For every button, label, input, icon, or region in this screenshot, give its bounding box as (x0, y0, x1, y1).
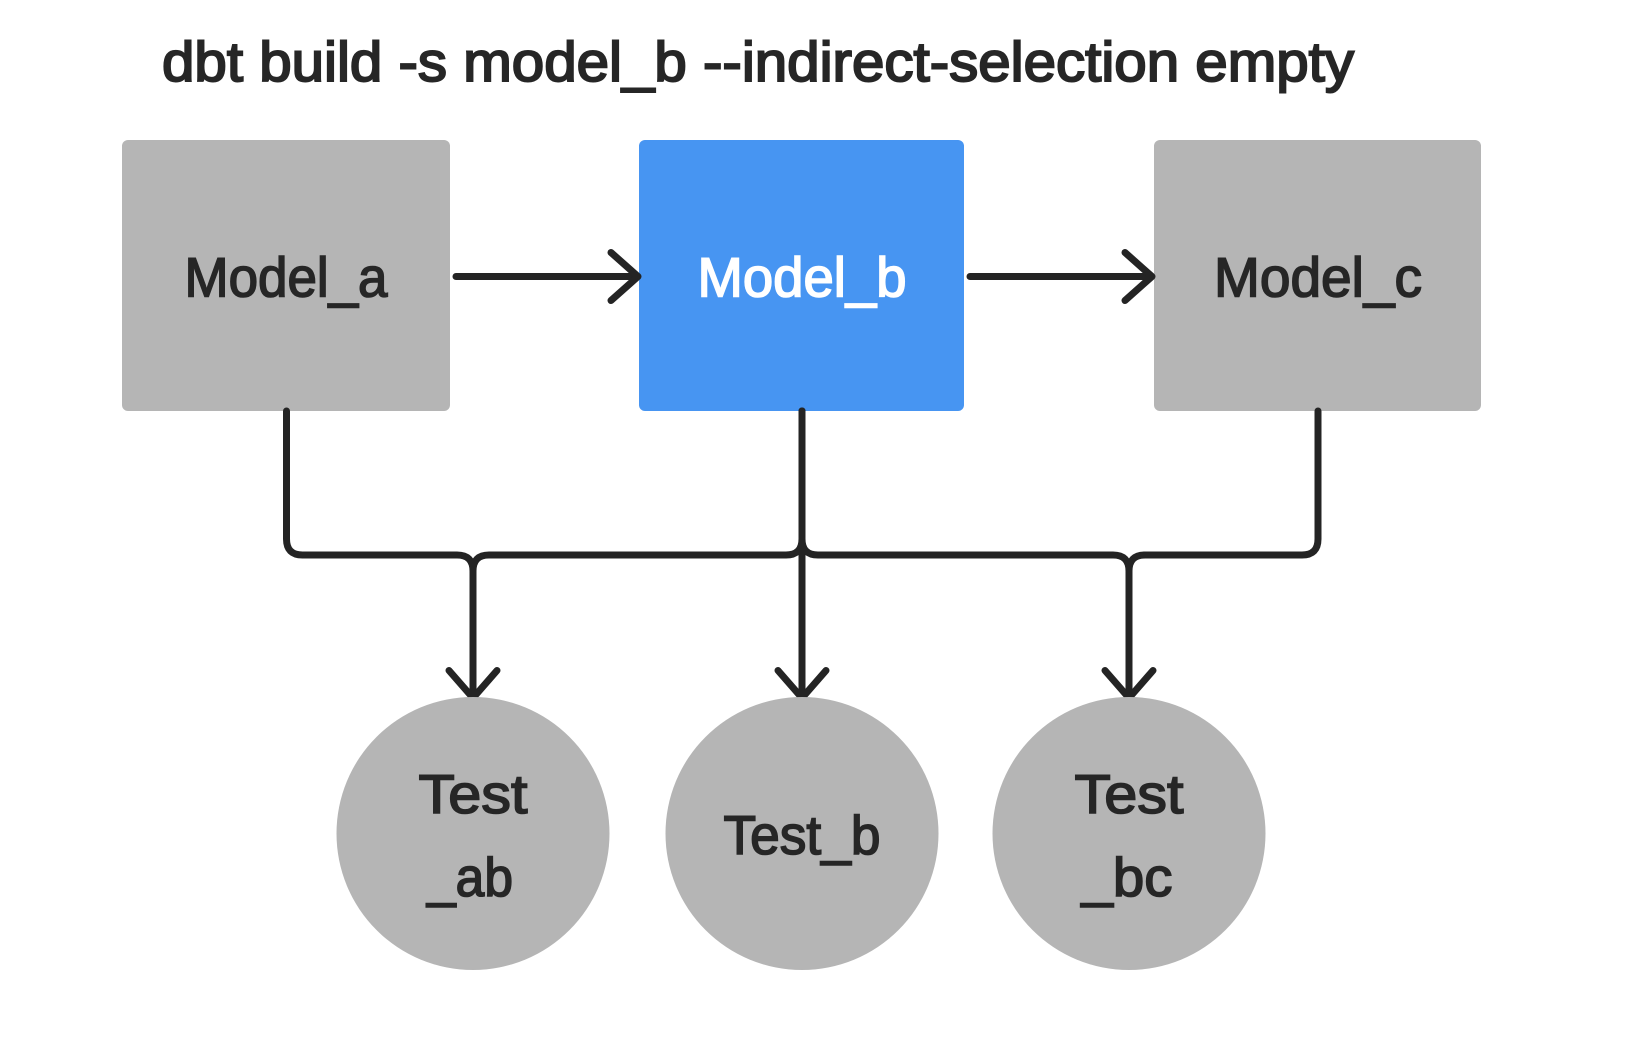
svg-text:Model_b: Model_b (698, 247, 907, 309)
svg-text:Model_a: Model_a (185, 247, 388, 309)
svg-text:_bc: _bc (1080, 846, 1172, 908)
svg-text:_ab: _ab (426, 846, 513, 908)
svg-text:Model_c: Model_c (1214, 247, 1422, 309)
svg-text:Test: Test (419, 763, 528, 825)
svg-text:Test: Test (1075, 763, 1184, 825)
svg-text:Test_b: Test_b (724, 804, 881, 866)
svg-text:dbt build -s model_b --indirec: dbt build -s model_b --indirect-selectio… (162, 30, 1354, 93)
